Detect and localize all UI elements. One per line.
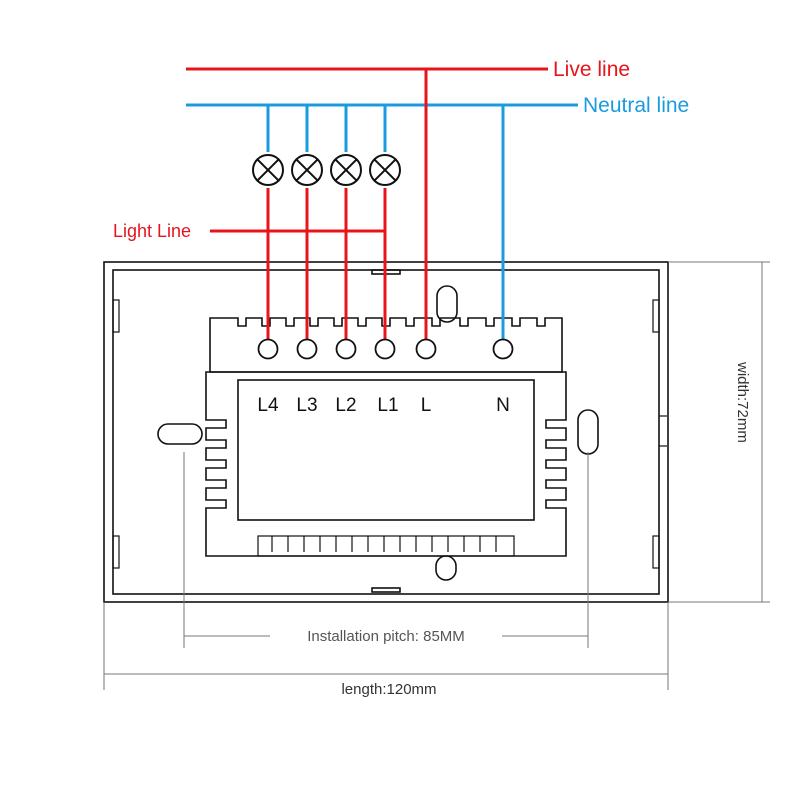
- bottom-tab: [371, 587, 401, 593]
- terminal-label: L: [421, 395, 432, 416]
- terminal-label: N: [496, 395, 510, 416]
- neutral-line-label: Neutral line: [583, 94, 689, 117]
- terminal-label: L3: [296, 395, 317, 416]
- live-wires: [186, 67, 548, 340]
- terminal-labels: L4 L3 L2 L1 L N: [257, 395, 509, 416]
- terminal-screw: [257, 338, 279, 360]
- terminal-label: L1: [377, 395, 398, 416]
- length-dimension-label: length:120mm: [341, 681, 436, 698]
- main-module: [205, 371, 567, 557]
- terminal-screw: [335, 338, 357, 360]
- light-line-label: Light Line: [113, 221, 191, 241]
- lamps: [252, 154, 401, 186]
- bottom-mounting-slot: [435, 555, 457, 581]
- lamp-icon: [330, 154, 362, 186]
- terminal-block: [209, 317, 563, 373]
- live-line-label: Live line: [553, 58, 630, 81]
- right-mounting-slot: [577, 409, 599, 455]
- terminal-screws: [257, 338, 514, 360]
- dimension-lines: [103, 261, 770, 690]
- terminal-screw: [415, 338, 437, 360]
- right-side-clips: [652, 299, 667, 569]
- left-side-clips: [112, 299, 120, 569]
- lamp-icon: [252, 154, 284, 186]
- left-mounting-slot: [157, 423, 203, 445]
- installation-pitch-label: Installation pitch: 85MM: [307, 628, 465, 645]
- terminal-screw: [374, 338, 396, 360]
- terminal-screw: [492, 338, 514, 360]
- neutral-wires: [186, 103, 578, 340]
- label-window: [237, 379, 535, 521]
- terminal-screw: [296, 338, 318, 360]
- top-mounting-slot: [436, 285, 458, 323]
- terminal-label: L4: [257, 395, 279, 416]
- lamp-icon: [291, 154, 323, 186]
- lamp-icon: [369, 154, 401, 186]
- terminal-label: L2: [335, 395, 356, 416]
- bottom-comb: [257, 535, 515, 557]
- width-dimension-label: width:72mm: [734, 361, 751, 443]
